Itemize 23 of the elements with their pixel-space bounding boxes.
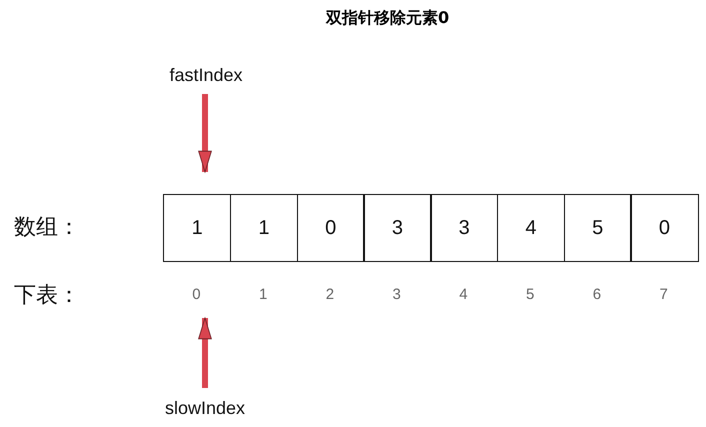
array-cell: 3 bbox=[430, 194, 498, 262]
array-cell: 4 bbox=[496, 194, 565, 262]
array-cell: 1 bbox=[230, 194, 298, 262]
index-number: 2 bbox=[296, 282, 364, 306]
pointer-arrow bbox=[198, 318, 212, 388]
index-number: 7 bbox=[630, 282, 697, 306]
array-cell: 1 bbox=[163, 194, 232, 262]
pointer-arrow bbox=[198, 94, 212, 172]
diagram-title: 双指针移除元素0 bbox=[326, 8, 450, 29]
pointer-label: fastIndex bbox=[160, 62, 252, 88]
index-number: 3 bbox=[363, 282, 430, 306]
index-number: 6 bbox=[564, 282, 630, 306]
array-cell: 5 bbox=[564, 194, 632, 262]
row-label: 下表： bbox=[14, 282, 80, 310]
row-label: 数组： bbox=[14, 214, 80, 242]
pointer-label: slowIndex bbox=[155, 396, 255, 420]
index-number: 0 bbox=[163, 282, 230, 306]
index-number: 1 bbox=[230, 282, 296, 306]
array-cell: 0 bbox=[630, 194, 698, 262]
index-number: 5 bbox=[496, 282, 564, 306]
index-number: 4 bbox=[430, 282, 497, 306]
array-cell: 0 bbox=[296, 194, 365, 262]
array-cell: 3 bbox=[363, 194, 432, 262]
